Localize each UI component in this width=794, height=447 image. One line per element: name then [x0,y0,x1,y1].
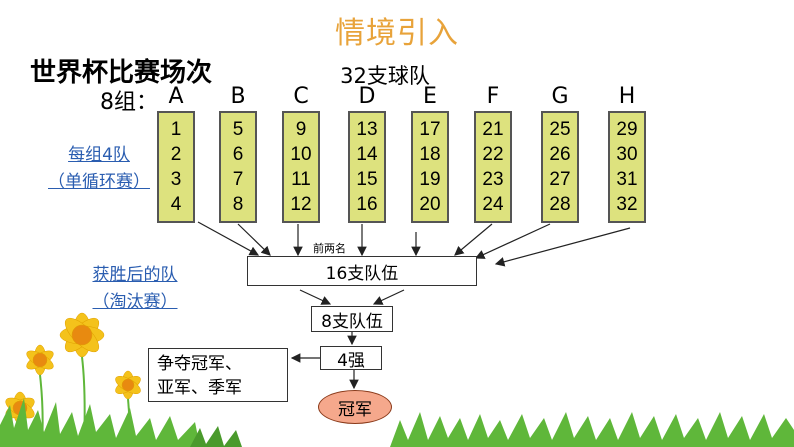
team-number: 18 [419,143,441,165]
team-number: 12 [290,193,312,215]
slide-title: 情境引入 [335,16,459,51]
group-box-e: 17 18 19 20 [411,111,449,223]
team-number: 20 [419,193,441,215]
team-number: 14 [356,143,378,165]
group-letter-c: C [293,84,309,109]
group-stage-label: 每组4队 （单循环赛） [34,140,164,192]
team-number: 24 [482,193,504,215]
group-letter-g: G [551,84,569,109]
group-box-c: 9 10 11 12 [282,111,320,223]
team-number: 15 [356,168,378,190]
team-number: 3 [170,168,182,190]
group-letter-b: B [230,84,246,109]
group-box-b: 5 6 7 8 [219,111,257,223]
group-box-g: 25 26 27 28 [541,111,579,223]
team-number: 21 [482,118,504,140]
group-box-h: 29 30 31 32 [608,111,646,223]
team-number: 2 [170,143,182,165]
team-number: 1 [170,118,182,140]
team-number: 4 [170,193,182,215]
team-number: 29 [616,118,638,140]
group-stage-label-line2: （单循环赛） [48,172,150,192]
team-number: 26 [549,143,571,165]
flower-icon [5,312,141,425]
group-letter-a: A [168,84,184,109]
group-stage-label-line1: 每组4队 [68,145,130,165]
group-box-f: 21 22 23 24 [474,111,512,223]
team-number: 11 [291,168,311,190]
team-number: 31 [616,168,638,190]
page-heading: 世界杯比赛场次 [30,58,213,88]
knockout-label-line1: 获胜后的队 [92,265,178,285]
round-of-16-box: 16支队伍 [247,256,477,286]
team-number: 25 [549,118,571,140]
team-number: 16 [356,193,378,215]
medal-result-box: 争夺冠军、 亚军、季军 [148,348,288,402]
team-number: 17 [419,118,441,140]
top-two-label: 前两名 [313,242,346,255]
team-number: 8 [232,193,244,215]
team-number: 22 [482,143,504,165]
team-number: 6 [232,143,244,165]
medal-result-line2: 亚军、季军 [157,378,242,398]
quarterfinal-box: 8支队伍 [311,306,393,332]
final-four-box: 4强 [320,346,382,371]
team-number: 23 [482,168,504,190]
teams-total-label: 32支球队 [340,64,430,88]
group-letter-f: F [486,84,500,109]
team-number: 19 [419,168,441,190]
team-number: 5 [232,118,244,140]
grass-icon [0,398,794,447]
team-number: 30 [616,143,638,165]
knockout-label: 获胜后的队 （淘汰赛） [80,260,190,312]
group-letter-d: D [358,84,376,109]
group-box-d: 13 14 15 16 [348,111,386,223]
group-box-a: 1 2 3 4 [157,111,195,223]
team-number: 9 [295,118,307,140]
team-number: 10 [290,143,312,165]
knockout-label-line2: （淘汰赛） [92,292,178,312]
group-letter-h: H [618,84,636,109]
team-number: 7 [232,168,244,190]
group-letter-e: E [423,84,437,109]
team-number: 27 [549,168,571,190]
team-number: 13 [356,118,378,140]
groups-prefix-label: 8组： [100,90,158,115]
team-number: 32 [616,193,638,215]
medal-result-line1: 争夺冠军、 [157,354,242,374]
team-number: 28 [549,193,571,215]
champion-oval: 冠军 [318,390,392,424]
